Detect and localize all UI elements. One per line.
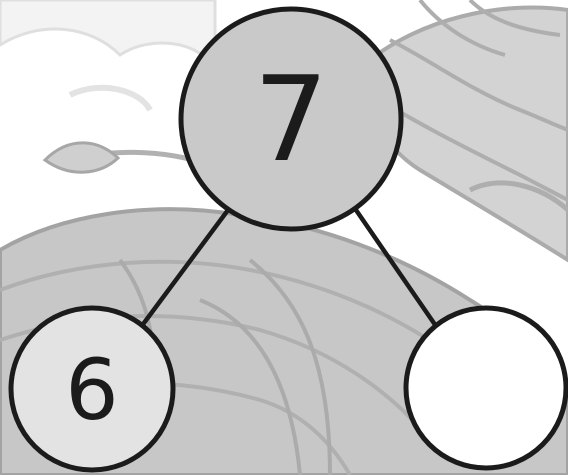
part-left-node: 6: [8, 305, 176, 473]
connector-line-right: [353, 207, 441, 332]
whole-number: 7: [253, 50, 328, 188]
connector-line-left: [135, 207, 231, 334]
whole-node: 7: [178, 6, 404, 232]
part-left-number: 6: [65, 341, 118, 439]
part-right-node[interactable]: [403, 305, 568, 471]
